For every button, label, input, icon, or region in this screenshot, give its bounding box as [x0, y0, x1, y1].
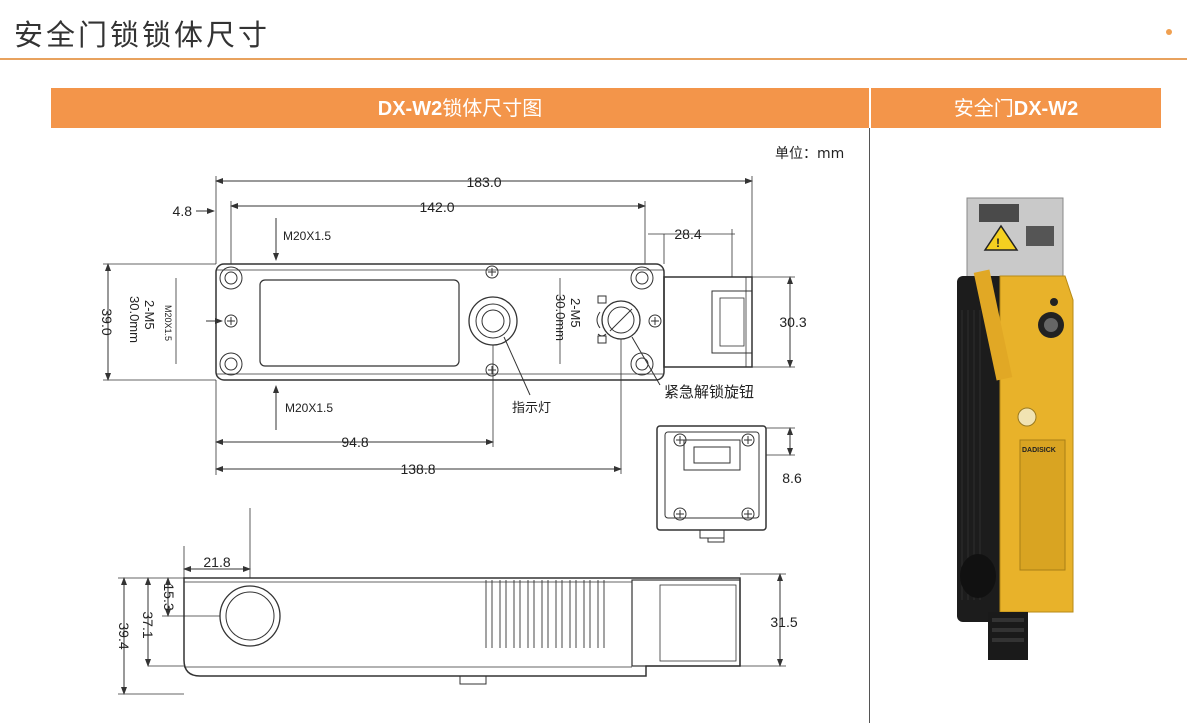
label-indicator: 指示灯: [512, 400, 551, 415]
dim-94-8: 94.8: [341, 434, 368, 450]
side-view-port: [219, 585, 281, 647]
product-model: DX-W2: [1013, 98, 1079, 120]
dim-30-3: 30.3: [779, 314, 806, 330]
unit-label: 单位：mm: [775, 146, 845, 162]
product-brand: DADISICK: [1022, 447, 1056, 454]
column-divider: [869, 128, 870, 723]
title-dot: [1166, 29, 1172, 35]
page-title: 安全门锁锁体尺寸: [14, 18, 271, 52]
product-header-bar: 安全门DX-W2: [871, 88, 1161, 128]
drawing-header-bar: DX-W2锁体尺寸图: [51, 88, 869, 128]
dim-15-3: 15.3: [161, 583, 177, 610]
label-m20-bottom: M20X1.5: [285, 401, 333, 415]
dim-21-8: 21.8: [203, 554, 230, 570]
label-emergency-release: 紧急解锁旋钮: [664, 384, 754, 401]
dim-142: 142.0: [419, 199, 454, 215]
dim-28-4: 28.4: [674, 226, 701, 242]
side-view-body: [183, 577, 741, 677]
dim-37-1: 37.1: [140, 611, 156, 638]
product-photo: ! DADISICK: [957, 197, 1074, 660]
drawing-title: 锁体尺寸图: [442, 96, 543, 120]
label-m5-left-b: 30.0mm: [127, 296, 142, 343]
dim-31-5: 31.5: [770, 614, 797, 630]
label-m5-right-b: 30.0mm: [553, 294, 568, 341]
label-m20-top: M20X1.5: [283, 229, 331, 243]
product-title: 安全门: [953, 96, 1014, 120]
svg-text:!: !: [996, 236, 1000, 250]
dim-39-0: 39.0: [99, 308, 115, 335]
dim-138-8: 138.8: [400, 461, 435, 477]
dim-183: 183.0: [466, 174, 501, 190]
top-view-window: [259, 279, 460, 367]
dim-39-4: 39.4: [116, 622, 132, 649]
label-m5-left-a: 2-M5: [142, 300, 157, 330]
label-m20-side: M20X1.5: [163, 305, 173, 341]
dim-8-6: 8.6: [782, 470, 802, 486]
drawing-model: DX-W2: [377, 98, 443, 120]
title-rule: [0, 58, 1187, 60]
dim-4-8: 4.8: [173, 203, 193, 219]
label-m5-right-a: 2-M5: [568, 298, 583, 328]
